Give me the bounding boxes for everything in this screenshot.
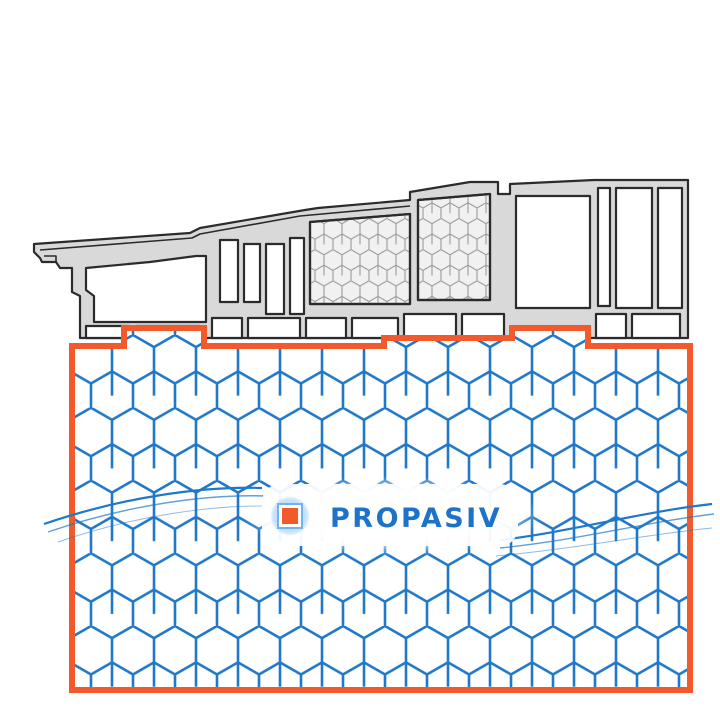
pvc-profile — [32, 178, 690, 340]
brand-logo: PROPASIV — [242, 476, 542, 556]
chamber — [218, 238, 240, 304]
square-in-glow-icon — [270, 496, 310, 536]
bottom-chamber — [246, 316, 302, 340]
chamber — [264, 242, 286, 316]
bottom-chamber — [630, 312, 682, 340]
bottom-chamber — [402, 312, 458, 340]
bottom-chamber — [460, 312, 506, 340]
brand-swoosh — [43, 486, 715, 557]
chamber — [288, 236, 306, 316]
frame-chamber — [596, 186, 612, 308]
frame-chamber — [614, 186, 654, 310]
bottom-chamber — [594, 312, 628, 340]
sill-chamber-left — [84, 254, 208, 324]
frame-chamber — [656, 186, 684, 310]
brand-name: PROPASIV — [330, 503, 502, 534]
insert-outline — [69, 325, 693, 693]
bottom-chamber — [304, 316, 348, 340]
chamber — [242, 242, 262, 304]
frame-chamber — [514, 194, 592, 310]
bottom-chamber — [210, 316, 244, 340]
bottom-chamber — [350, 316, 400, 340]
